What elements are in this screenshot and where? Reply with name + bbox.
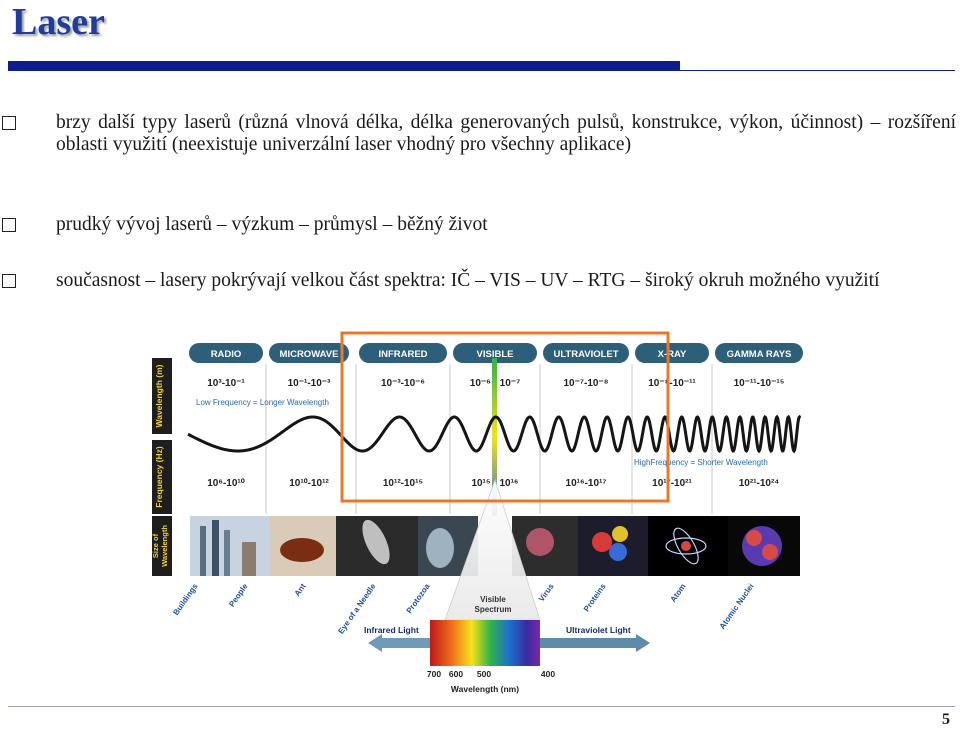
svg-text:Spectrum: Spectrum <box>475 605 512 614</box>
wavelength-value: 10⁻³-10⁻⁶ <box>381 378 425 389</box>
wavelength-value: 10³-10⁻¹ <box>207 378 245 389</box>
side-label-box-frequency <box>152 440 172 514</box>
em-spectrum-svg: Wavelength (m) Frequency (Hz) Size of Wa… <box>151 331 803 694</box>
visible-strip <box>492 358 497 516</box>
frequency-value: 10¹⁶-10¹⁷ <box>566 478 607 489</box>
band-header-pill <box>359 343 447 363</box>
band-label: INFRARED <box>378 349 427 360</box>
side-label-wavelength: Wavelength (m) <box>154 364 164 427</box>
band-label: GAMMA RAYS <box>727 349 792 360</box>
nm-tick-label: 600 <box>449 669 463 679</box>
wavelength-value: 10⁻¹¹-10⁻¹⁵ <box>734 378 785 389</box>
nm-tick-label: 700 <box>427 669 441 679</box>
band-header-pill <box>269 343 349 363</box>
size-label: Atomic Nuclei <box>718 582 756 631</box>
size-label: Proteins <box>582 582 608 614</box>
size-label: Virus <box>537 582 556 604</box>
band-label: VISIBLE <box>477 349 514 360</box>
bullet-item-2: prudký vývoj laserů – výzkum – průmysl –… <box>2 214 956 236</box>
nm-tick-label: 400 <box>541 669 555 679</box>
high-frequency-label: HighFrequency = Shorter Wavelength <box>634 458 768 467</box>
band-header-pill <box>189 343 263 363</box>
square-bullet-icon <box>2 274 16 288</box>
nm-axis-label: Wavelength (nm) <box>451 684 519 694</box>
bullet-item-3: současnost – lasery pokrývají velkou čás… <box>2 270 956 292</box>
band-label: MICROWAVE <box>280 349 339 360</box>
wavelength-value: 10⁻⁷-10⁻⁸ <box>564 378 609 389</box>
svg-text:Wavelength: Wavelength <box>160 525 169 567</box>
page-number: 5 <box>942 711 950 728</box>
bullet-text: prudký vývoj laserů – výzkum – průmysl –… <box>56 214 488 235</box>
title-rule-thin <box>680 70 955 71</box>
bullet-item-1: brzy další typy laserů (různá vlnová dél… <box>2 112 956 156</box>
band-label: X-RAY <box>658 349 687 360</box>
wavelength-value: 10⁻¹-10⁻³ <box>288 378 331 389</box>
footer-line <box>8 706 955 707</box>
frequency-value: 10¹⁷-10²¹ <box>652 478 692 489</box>
frequency-value: 10⁶-10¹⁰ <box>207 478 245 489</box>
band-label: ULTRAVIOLET <box>553 349 618 360</box>
side-label-box-wavelength <box>152 358 172 434</box>
ultraviolet-light-label: Ultraviolet Light <box>566 625 631 635</box>
slide-title: Laser <box>12 1 105 43</box>
low-frequency-label: Low Frequency = Longer Wavelength <box>196 398 329 407</box>
size-label: Protozoa <box>405 582 432 616</box>
size-label: Atom <box>669 582 688 604</box>
wavelength-value: 10⁻⁸-10⁻¹¹ <box>648 378 696 389</box>
bullet-text: brzy další typy laserů (různá vlnová dél… <box>56 112 956 155</box>
band-header-pill <box>543 343 629 363</box>
band-separators <box>265 364 713 514</box>
em-spectrum-figure: Wavelength (m) Frequency (Hz) Size of Wa… <box>150 330 810 700</box>
side-label-frequency: Frequency (Hz) <box>154 446 164 508</box>
visible-spectrum-bar <box>430 620 540 666</box>
size-label: Buildings <box>171 582 200 617</box>
arrow-right-icon <box>636 634 650 652</box>
infrared-light-label: Infrared Light <box>364 625 419 635</box>
em-wave <box>187 414 802 454</box>
bullet-text: současnost – lasery pokrývají velkou čás… <box>56 270 880 291</box>
square-bullet-icon <box>2 116 16 130</box>
band-header-pill <box>715 343 803 363</box>
square-bullet-icon <box>2 218 16 232</box>
size-label: People <box>227 582 250 609</box>
size-images-row <box>190 516 800 576</box>
frequency-value: 10¹⁰-10¹² <box>289 478 329 489</box>
svg-text:Size of: Size of <box>151 533 160 558</box>
nm-tick-label: 500 <box>477 669 491 679</box>
svg-text:Visible: Visible <box>480 595 506 604</box>
people-image <box>242 542 256 576</box>
frequency-value: 10²¹-10²⁴ <box>739 478 780 489</box>
arrow-left-icon <box>368 634 382 652</box>
band-header-pill <box>453 343 537 363</box>
nm-ticks: 700 600 500 400 <box>427 669 555 679</box>
size-label: Ant <box>293 582 308 598</box>
band-header-pill <box>635 343 709 363</box>
band-headers: RADIO MICROWAVE INFRARED VISIBLE ULTRAVIOLET… <box>189 343 803 363</box>
highlight-box <box>340 331 670 503</box>
side-label-box-size <box>152 516 172 576</box>
frequency-value: 10¹²-10¹⁵ <box>383 478 424 489</box>
band-label: RADIO <box>211 349 242 360</box>
title-rule-thick <box>8 61 680 71</box>
